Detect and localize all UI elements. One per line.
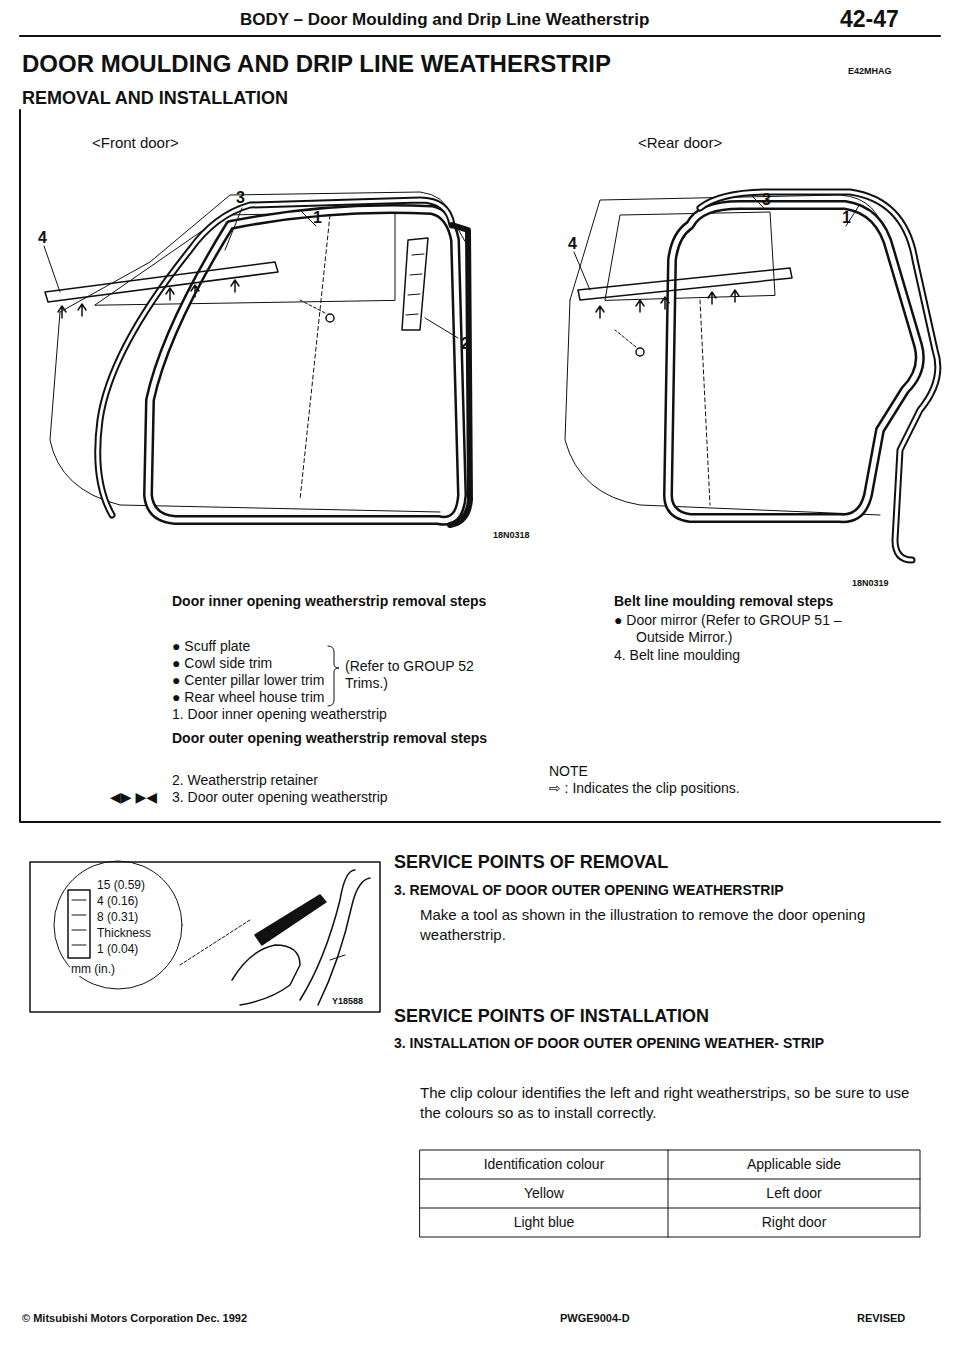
dimension: Thickness	[96, 926, 152, 940]
body-text: Make a tool as shown in the illustration…	[420, 905, 910, 944]
callout-number: 3	[762, 190, 771, 209]
figure-code: Y18588	[332, 996, 363, 1007]
step-heading: Door inner opening weatherstrip removal …	[172, 593, 492, 610]
figure-code: 18N0319	[852, 578, 889, 589]
figure-frame	[20, 110, 940, 822]
step-item: ● Center pillar lower trim	[172, 672, 324, 689]
section-heading: SERVICE POINTS OF REMOVAL	[394, 852, 668, 874]
service-heading: 3. INSTALLATION OF DOOR OUTER OPENING WE…	[394, 1035, 886, 1052]
figure-code: 18N0318	[493, 530, 530, 541]
front-door-drawing	[44, 192, 470, 525]
header-rule	[20, 35, 940, 37]
copyright: © Mitsubishi Motors Corporation Dec. 199…	[22, 1312, 247, 1325]
view-label: <Front door>	[92, 134, 179, 152]
callout-number: 2	[461, 334, 470, 353]
view-label: <Rear door>	[638, 134, 722, 152]
table-cell: Right door	[668, 1214, 920, 1231]
note-text: ⇨ : Indicates the clip positions.	[549, 780, 740, 797]
step-item: ● Rear wheel house trim	[172, 689, 324, 706]
tool-drawing	[54, 861, 370, 1005]
dimension: 4 (0.16)	[96, 894, 139, 908]
step-item: 4. Belt line moulding	[614, 647, 740, 664]
callout-number: 1	[842, 208, 851, 227]
table-cell: Yellow	[420, 1185, 668, 1202]
color-table-grid	[420, 1150, 920, 1237]
callout-number: 3	[236, 188, 245, 207]
table-cell: Left door	[668, 1185, 920, 1202]
running-header: BODY – Door Moulding and Drip Line Weath…	[240, 10, 649, 30]
doc-code: E42MHAG	[848, 66, 892, 77]
dimension: 8 (0.31)	[96, 910, 139, 924]
step-item: ● Cowl side trim	[172, 655, 272, 672]
note-heading: NOTE	[549, 763, 588, 780]
step-heading: Belt line moulding removal steps	[614, 593, 833, 610]
page-number: 42-47	[840, 6, 899, 34]
brace	[328, 646, 339, 706]
callout-number: 1	[313, 208, 322, 227]
rear-door-drawing	[565, 192, 938, 560]
callout-number: 4	[38, 228, 47, 247]
table-cell: Light blue	[420, 1214, 668, 1231]
table-header-cell: Identification colour	[420, 1156, 668, 1173]
dimension: 1 (0.04)	[96, 942, 139, 956]
figure-frame	[30, 862, 380, 1012]
step-heading: Door outer opening weatherstrip removal …	[172, 730, 492, 747]
page-title: DOOR MOULDING AND DRIP LINE WEATHERSTRIP	[22, 50, 611, 79]
step-item: ● Door mirror (Refer to GROUP 51 – Outsi…	[614, 612, 886, 646]
reference-note: (Refer to GROUP 52 Trims.)	[345, 658, 485, 692]
body-text: The clip colour identifies the left and …	[420, 1083, 920, 1122]
step-item: 1. Door inner opening weatherstrip	[172, 706, 387, 723]
service-heading: 3. REMOVAL OF DOOR OUTER OPENING WEATHER…	[394, 882, 784, 899]
unit-label: mm (in.)	[70, 962, 116, 976]
section-heading: SERVICE POINTS OF INSTALLATION	[394, 1006, 709, 1028]
step-item: 3. Door outer opening weatherstrip	[172, 789, 388, 806]
section-heading: REMOVAL AND INSTALLATION	[22, 88, 288, 110]
dimension: 15 (0.59)	[96, 878, 146, 892]
service-point-symbol: ◀▶ ▶◀	[110, 789, 157, 806]
doc-code: PWGE9004-D	[560, 1312, 630, 1325]
table-header-cell: Applicable side	[668, 1156, 920, 1173]
step-item: ● Scuff plate	[172, 638, 250, 655]
step-item: 2. Weatherstrip retainer	[172, 772, 318, 789]
revision-mark: REVISED	[857, 1312, 905, 1325]
callout-number: 4	[568, 234, 577, 253]
